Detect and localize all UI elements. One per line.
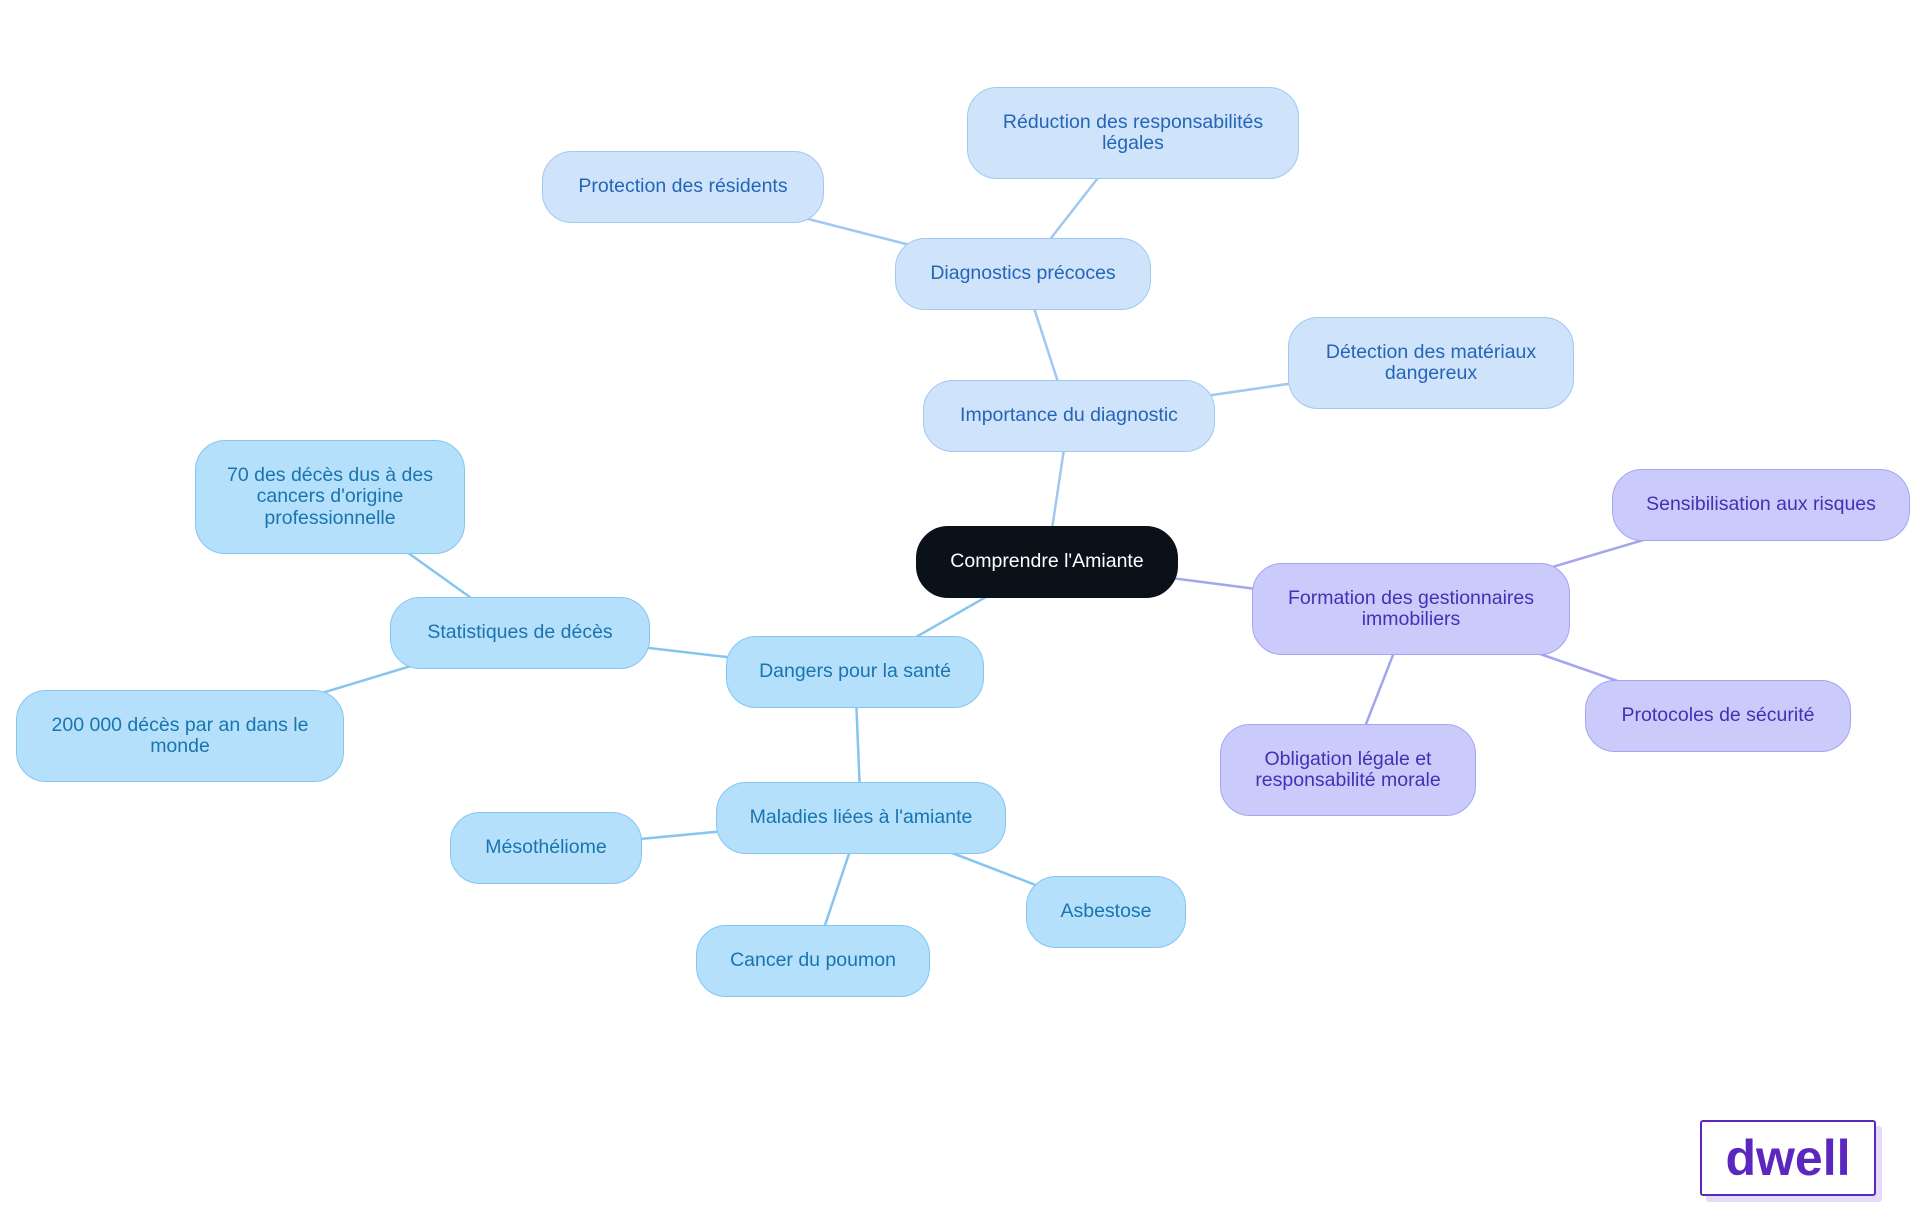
node-sensibilisation: Sensibilisation aux risques [1612,469,1910,541]
node-importance: Importance du diagnostic [923,380,1215,452]
node-label: Protection des résidents [578,175,788,198]
node-label: Asbestose [1060,900,1152,923]
node-dangers: Dangers pour la santé [726,636,984,708]
node-label: Importance du diagnostic [960,404,1178,427]
node-detection: Détection des matériaux dangereux [1288,317,1574,409]
node-label: 70 des décès dus à des cancers d'origine… [227,463,433,529]
node-asbestose: Asbestose [1026,876,1186,948]
node-protocoles: Protocoles de sécurité [1585,680,1851,752]
node-cancer: Cancer du poumon [696,925,930,997]
node-label: Formation des gestionnaires immobiliers [1287,586,1535,630]
logo-text: dwell [1725,1130,1851,1186]
node-protection: Protection des résidents [542,151,824,223]
node-label: Cancer du poumon [730,949,896,972]
node-label: 200 000 décès par an dans le monde [51,713,309,757]
dwell-logo: dwell [1700,1120,1876,1196]
node-label: Dangers pour la santé [759,660,951,683]
node-label: Diagnostics précoces [930,262,1116,285]
node-maladies: Maladies liées à l'amiante [716,782,1006,854]
node-label: Comprendre l'Amiante [950,550,1144,573]
node-formation: Formation des gestionnaires immobiliers [1252,563,1570,655]
node-meso: Mésothéliome [450,812,642,884]
node-label: Maladies liées à l'amiante [749,806,973,829]
node-stats: Statistiques de décès [390,597,650,669]
node-label: Sensibilisation aux risques [1646,493,1876,516]
node-stat200: 200 000 décès par an dans le monde [16,690,344,782]
node-reduction: Réduction des responsabilités légales [967,87,1299,179]
node-label: Réduction des responsabilités légales [1002,110,1264,154]
node-stat70: 70 des décès dus à des cancers d'origine… [195,440,465,554]
node-root: Comprendre l'Amiante [916,526,1178,598]
node-label: Protocoles de sécurité [1621,704,1815,727]
node-label: Détection des matériaux dangereux [1325,340,1537,384]
node-label: Obligation légale et responsabilité mora… [1255,747,1441,791]
node-label: Mésothéliome [485,836,607,859]
node-label: Statistiques de décès [427,621,613,644]
node-obligation: Obligation légale et responsabilité mora… [1220,724,1476,816]
node-diagnostics: Diagnostics précoces [895,238,1151,310]
